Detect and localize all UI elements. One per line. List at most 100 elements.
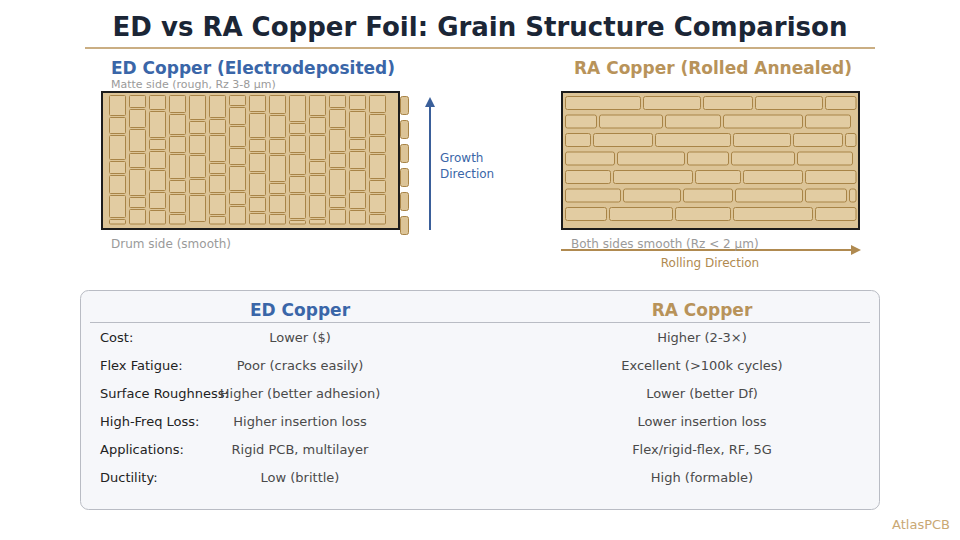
arrowhead (851, 245, 861, 255)
grain (190, 96, 206, 120)
grain (150, 112, 166, 138)
grain (190, 180, 206, 194)
grain (290, 155, 306, 175)
grain (290, 96, 306, 122)
grain (230, 127, 246, 147)
grain (130, 170, 146, 196)
grain (230, 149, 246, 165)
table-cell: Lower (better Df) (646, 386, 758, 401)
grain (130, 130, 146, 152)
table-cell: Excellent (>100k cycles) (621, 358, 782, 373)
grain (350, 211, 366, 225)
grain (850, 189, 857, 202)
grain (130, 210, 146, 225)
grain (566, 208, 607, 221)
foil-box: RA Copper (Rolled Annealed)Both sides sm… (561, 91, 860, 230)
surface-note: Matte side (rough, Rz 3-8 μm) (111, 78, 276, 91)
grain (250, 154, 266, 172)
grain (666, 115, 721, 128)
grain (806, 115, 851, 128)
grain (566, 97, 641, 110)
grain (816, 208, 857, 221)
grain (401, 97, 409, 115)
title-underline (85, 47, 875, 49)
table-cell: Surface Roughness: (100, 386, 229, 401)
grain (150, 152, 166, 169)
grain (736, 189, 803, 202)
grain (330, 130, 346, 152)
grain (230, 207, 246, 225)
grain (210, 120, 226, 134)
grain (270, 215, 286, 225)
grain (704, 97, 753, 110)
grain (230, 167, 246, 191)
grain (110, 220, 126, 225)
table-cell: Higher (2-3×) (657, 330, 747, 345)
grain (110, 96, 126, 116)
grain (350, 152, 366, 169)
table-cell: Applications: (100, 442, 184, 457)
grain (310, 220, 326, 225)
grain (618, 152, 685, 165)
grain (401, 145, 409, 163)
grain (310, 136, 326, 160)
panel-heading: ED Copper (Electrodeposited) (111, 58, 395, 78)
grain (110, 136, 126, 160)
grain (724, 115, 803, 128)
grain (566, 189, 621, 202)
grain (401, 193, 409, 211)
grain (310, 176, 326, 194)
grain (130, 198, 146, 208)
grain (846, 134, 857, 147)
table-cell: Flex Fatigue: (100, 358, 183, 373)
grain (250, 198, 266, 212)
grain (566, 115, 597, 128)
arrowhead (425, 97, 435, 107)
grain (270, 140, 286, 154)
grain (330, 96, 346, 108)
grain (370, 155, 386, 179)
grain (290, 136, 306, 153)
watermark: AtlasPCB (892, 517, 950, 532)
grain (370, 96, 386, 113)
grain (290, 195, 306, 219)
grain (624, 189, 681, 202)
grain (170, 195, 186, 213)
grain (130, 96, 146, 108)
grain (150, 193, 166, 209)
table-cell: Higher (better adhesion) (220, 386, 380, 401)
table-cell: Cost: (100, 330, 133, 345)
grain (210, 96, 226, 118)
column-header: ED Copper (250, 300, 350, 320)
grain (110, 196, 126, 218)
grain (270, 184, 286, 194)
grain (190, 136, 206, 154)
grain (130, 154, 146, 168)
axis-label: Rolling Direction (661, 256, 759, 270)
grain (370, 195, 386, 213)
grain (150, 171, 166, 191)
grain (330, 210, 346, 225)
table-cell: Lower ($) (269, 330, 331, 345)
grain (370, 215, 386, 225)
grain (310, 162, 326, 174)
table-cell: Ductility: (100, 470, 158, 485)
grain (566, 134, 591, 147)
grain (150, 211, 166, 225)
grain (744, 171, 803, 184)
grain (566, 152, 615, 165)
grain (310, 96, 326, 116)
grain (350, 140, 366, 150)
table-cell: Low (brittle) (261, 470, 340, 485)
grain (230, 108, 246, 125)
grain (270, 196, 286, 213)
table-rule (90, 322, 870, 323)
grain (330, 110, 346, 128)
grain (806, 189, 847, 202)
grain (370, 115, 386, 135)
axis-label: Growth Direction (440, 150, 504, 182)
grain (370, 137, 386, 153)
grain (270, 116, 286, 138)
grain (566, 171, 611, 184)
grain (310, 118, 326, 134)
